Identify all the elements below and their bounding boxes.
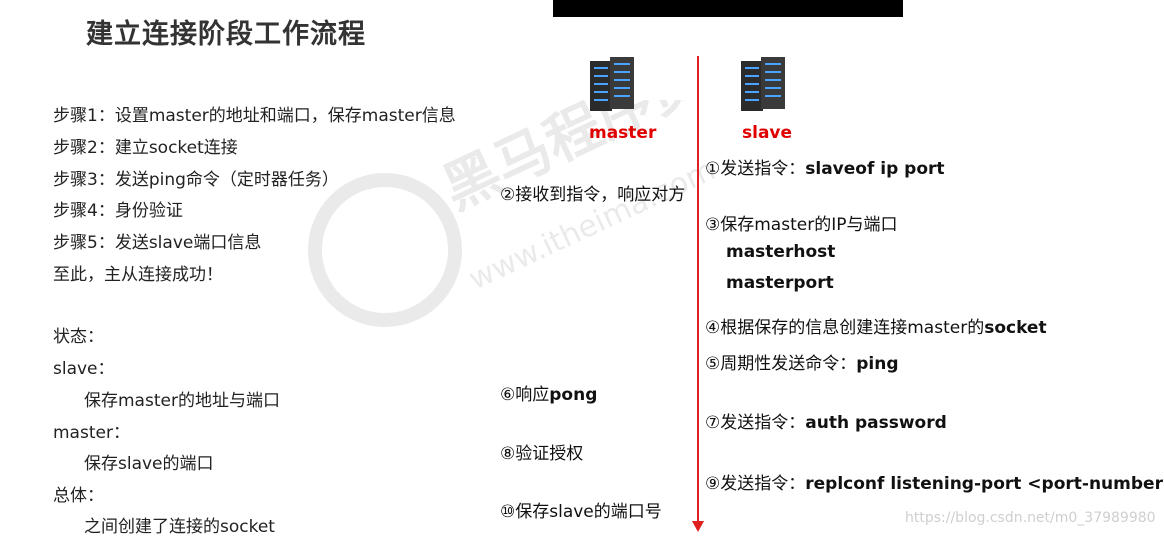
- slave-step-5: ⑤周期性发送命令：ping: [705, 354, 899, 374]
- master-step-10: ⑩保存slave的端口号: [500, 502, 662, 522]
- step-3: 步骤3：发送ping命令（定时器任务）: [53, 170, 339, 190]
- slave-step-4: ④根据保存的信息创建连接master的socket: [705, 318, 1047, 338]
- step-1: 步骤1：设置master的地址和端口，保存master信息: [53, 106, 456, 126]
- slave-step-1: ①发送指令：slaveof ip port: [705, 159, 945, 179]
- state-overall-label: 总体：: [53, 486, 104, 506]
- state-overall-desc: 之间创建了连接的socket: [84, 517, 275, 537]
- master-step-6: ⑥响应pong: [500, 385, 598, 405]
- step-4: 步骤4：身份验证: [53, 201, 183, 221]
- state-slave-desc: 保存master的地址与端口: [84, 391, 280, 411]
- source-watermark: https://blog.csdn.net/m0_37989980: [905, 510, 1156, 526]
- state-master-label: master：: [53, 423, 130, 443]
- top-black-bar: [553, 0, 903, 17]
- slave-step-3: ③保存master的IP与端口: [705, 215, 898, 235]
- master-step-8: ⑧验证授权: [500, 444, 584, 464]
- slave-step-7: ⑦发送指令：auth password: [705, 413, 947, 433]
- step-5: 步骤5：发送slave端口信息: [53, 233, 262, 253]
- state-master-desc: 保存slave的端口: [84, 454, 214, 474]
- server-icon: [590, 57, 634, 111]
- slave-step-3-host: masterhost: [726, 242, 836, 262]
- page-title: 建立连接阶段工作流程: [86, 19, 366, 50]
- brand-watermark: 黑马程序员 www.itheima.com: [308, 100, 721, 327]
- timeline-line: [697, 56, 699, 524]
- timeline-arrowhead: [692, 521, 704, 532]
- slave-label: slave: [742, 123, 793, 143]
- master-label: master: [589, 123, 657, 143]
- svg-text:www.itheima.com: www.itheima.com: [464, 152, 721, 297]
- master-step-2: ②接收到指令，响应对方: [500, 185, 686, 205]
- slave-step-9: ⑨发送指令：replconf listening-port <port-numb…: [705, 474, 1164, 494]
- step-conclusion: 至此，主从连接成功！: [53, 265, 223, 285]
- state-heading: 状态：: [53, 327, 104, 347]
- state-slave-label: slave：: [53, 359, 115, 379]
- server-icon: [741, 57, 785, 111]
- slave-step-3-port: masterport: [726, 273, 834, 293]
- step-2: 步骤2：建立socket连接: [53, 138, 238, 158]
